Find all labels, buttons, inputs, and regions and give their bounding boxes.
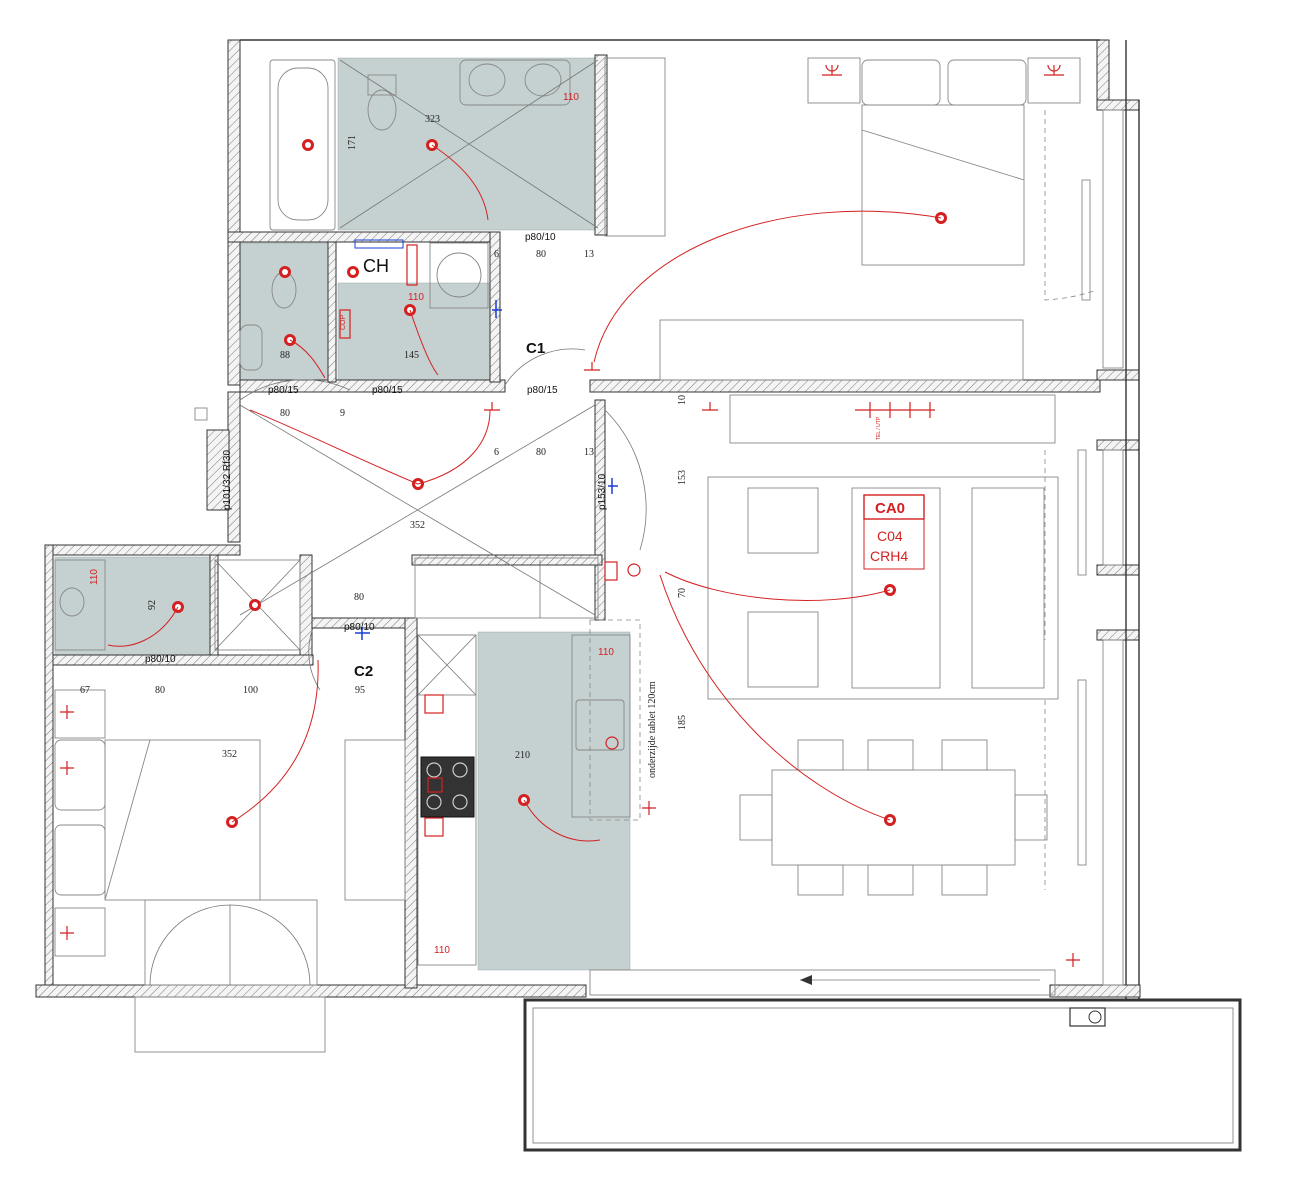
dimension: 80 [354,592,364,603]
door-label: p80/15 [268,385,299,396]
bedroom-second [54,689,406,1053]
outer-walls [35,39,1141,1000]
dimension: 9 [340,408,345,419]
hall [194,348,647,691]
socket-icon [60,64,1080,967]
dimension: 80 [536,447,546,458]
room-label-c1: C1 [526,340,545,357]
room-label-ca0: CA0 [875,500,905,517]
door-label: p80/10 [145,654,176,665]
windows [1077,109,1124,986]
balcony [523,969,1242,1152]
dimension: 10 [677,395,688,405]
dimension: 95 [355,685,365,696]
dimension: 92 [147,600,158,610]
bedroom-main [659,57,1098,381]
dimension: 100 [243,685,258,696]
interior-walls [52,54,1101,989]
dimension: 153 [677,470,688,485]
labels: CH C1 C2 CA0 C04 CRH4 p80/10 p80/15 p80/… [80,92,908,956]
dimension: 352 [222,749,237,760]
dimension: 352 [410,520,425,531]
door-label: p80/10 [344,622,375,633]
height-note: 110 [563,92,579,103]
dimension: 6 [494,447,499,458]
dimension: 171 [347,135,358,150]
cop-note: COP [340,315,347,331]
height-note: 110 [434,945,450,956]
height-note: 110 [598,647,614,658]
room-label-c04: C04 [877,528,903,544]
dimension: 145 [404,350,419,361]
room-label-crh4: CRH4 [870,548,908,564]
electrical-points [60,64,1080,967]
ceiling-light-icon [279,266,291,278]
dimension: 80 [280,408,290,419]
height-note: 110 [89,569,100,585]
height-note: 110 [408,292,424,303]
dimension: 210 [515,750,530,761]
dimension: 67 [80,685,90,696]
door-label: p80/15 [527,385,558,396]
living-room [707,394,1059,896]
dimension: 13 [584,447,594,458]
dimension: 323 [425,114,440,125]
tel-note: TEL / UTP [876,416,882,440]
dimension: 88 [280,350,290,361]
door-label: p80/15 [372,385,403,396]
dimension: 13 [584,249,594,260]
door-label: p80/10 [525,232,556,243]
room-label-c2: C2 [354,663,373,680]
door-label: p153/10 [597,473,608,510]
ceiling-light-icon [249,599,261,611]
ceiling-light-icon [302,139,314,151]
dimension: 6 [494,249,499,260]
door-label: p101/32 Rf30 [222,450,233,510]
kitchen [414,557,641,966]
dimension: 185 [677,715,688,730]
tablet-note: onderzijde tablet 120cm [647,681,658,778]
room-label-ch: CH [363,256,389,276]
dimension: 80 [536,249,546,260]
dimension: 80 [155,685,165,696]
dimension: 70 [677,588,688,598]
ceiling-light-icon [347,266,359,278]
tiled-areas [54,57,631,971]
